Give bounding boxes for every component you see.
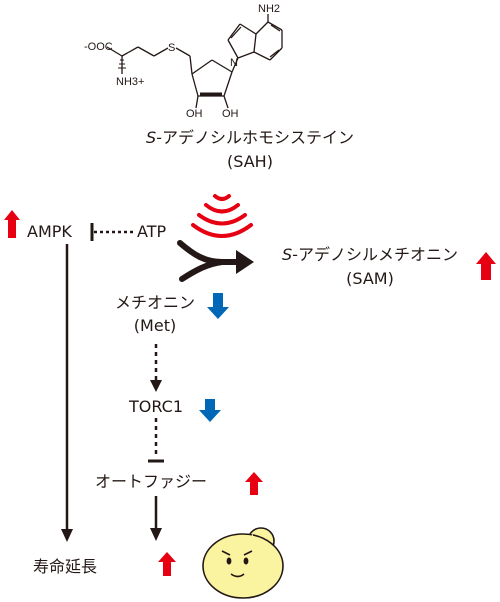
ampk-increase-arrow-icon (4, 210, 20, 238)
methionine-decrease-arrow-icon (207, 293, 229, 319)
autophagy-to-longevity-arrowhead (150, 528, 162, 541)
met-to-torc1-arrowhead (150, 380, 162, 392)
sam-name-prefix: S- (282, 245, 298, 264)
met-to-sam-curve (177, 240, 225, 265)
torc1-label: TORC1 (128, 397, 184, 416)
sulfur-label: S (168, 42, 176, 54)
autophagy-increase-arrow-icon (245, 472, 263, 495)
yeast-cell-face-icon (202, 527, 284, 599)
carboxylate-group-label: -OOC (84, 41, 113, 53)
sah-name-prefix: S- (146, 128, 162, 147)
autophagy-label: オートファジー (95, 472, 208, 491)
amino-group-label: NH3+ (116, 76, 145, 88)
methionine-abbreviation: (Met) (133, 316, 177, 335)
signal-waves-icon (191, 194, 253, 238)
longevity-increase-arrow-icon (158, 552, 176, 576)
sam-increase-arrow-icon (476, 252, 496, 280)
sam-abbreviation: (SAM) (346, 269, 394, 288)
hydroxyl-label-1: OH (186, 108, 203, 120)
amine-group-label: NH2 (258, 3, 281, 15)
torc1-decrease-arrow-icon (199, 399, 221, 422)
met-to-sam-curve-lower (179, 259, 225, 282)
sah-name-rest: アデノシルホモシステイン (161, 128, 354, 147)
sam-name: S-アデノシルメチオニン (260, 245, 480, 265)
methionine-name: メチオニン (114, 293, 195, 312)
ring-nitrogen-label: N (230, 57, 238, 69)
atp-label: ATP (137, 222, 167, 241)
sam-name-rest: アデノシルメチオニン (297, 245, 458, 264)
hydroxyl-label-2: OH (222, 108, 239, 120)
sah-name: S-アデノシルホモシステイン (120, 128, 380, 148)
met-to-sam-arrowhead (236, 250, 254, 274)
sah-abbreviation: (SAH) (227, 152, 273, 171)
ampk-label: AMPK (27, 222, 72, 241)
ampk-to-longevity-arrowhead (61, 529, 73, 542)
longevity-label: 寿命延長 (33, 557, 98, 576)
